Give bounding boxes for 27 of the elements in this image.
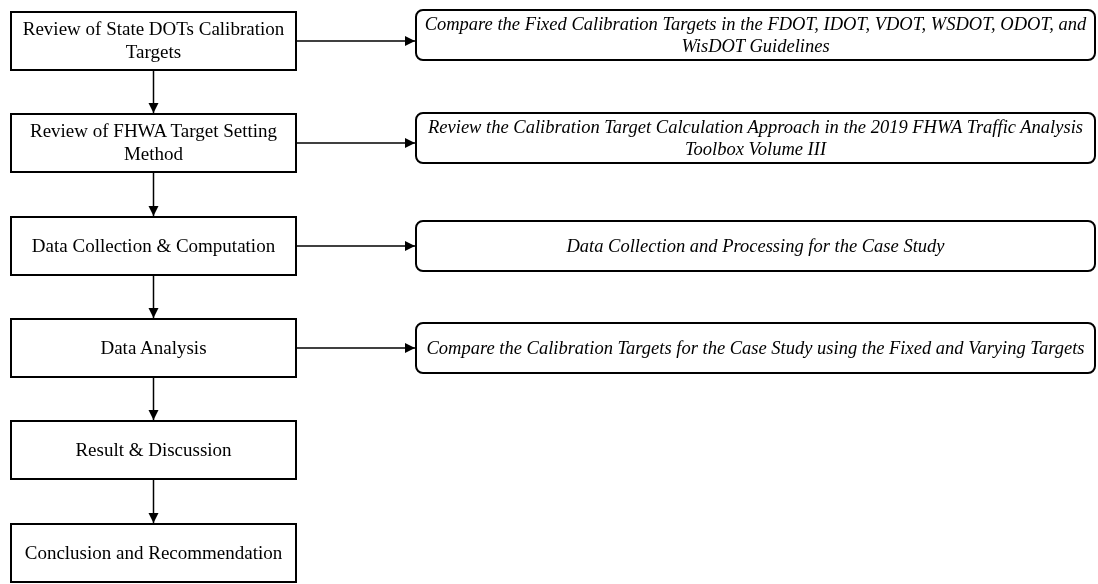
box-label: Review of FHWA Target Setting Method — [28, 120, 279, 166]
process-box — [10, 216, 297, 276]
arrow — [296, 240, 416, 252]
arrow — [148, 479, 159, 524]
arrow — [148, 172, 159, 217]
task-box — [415, 322, 1096, 374]
arrow — [296, 35, 416, 47]
arrow — [148, 377, 159, 421]
box-label: Compare the Fixed Calibration Targets in the FDOT, IDOT, VDOT, WSDOT, ODOT, and WisDOT Guidelines — [423, 12, 1088, 58]
arrow — [148, 70, 159, 114]
box-label: Compare the Calibration Targets for the Case Study using the Fixed and Varying Targets — [426, 336, 1085, 360]
box-label: Result & Discussion — [75, 438, 232, 462]
box-label: Data Collection & Computation — [31, 234, 276, 258]
box-label: Conclusion and Recommendation — [24, 541, 283, 565]
process-box — [10, 420, 297, 480]
arrow — [148, 275, 159, 319]
box-label: Data Analysis — [100, 336, 207, 360]
process-box — [10, 523, 297, 583]
arrow — [296, 342, 416, 354]
process-box — [10, 318, 297, 378]
box-label: Review the Calibration Target Calculation Approach in the 2019 FHWA Traffic Analysis Toolbox Volume III — [427, 115, 1084, 161]
arrow — [296, 137, 416, 149]
process-box — [10, 113, 297, 173]
box-label: Data Collection and Processing for the Case Study — [566, 234, 945, 258]
box-label: Review of State DOTs Calibration Targets — [21, 18, 286, 64]
process-box — [10, 11, 297, 71]
task-box — [415, 220, 1096, 272]
